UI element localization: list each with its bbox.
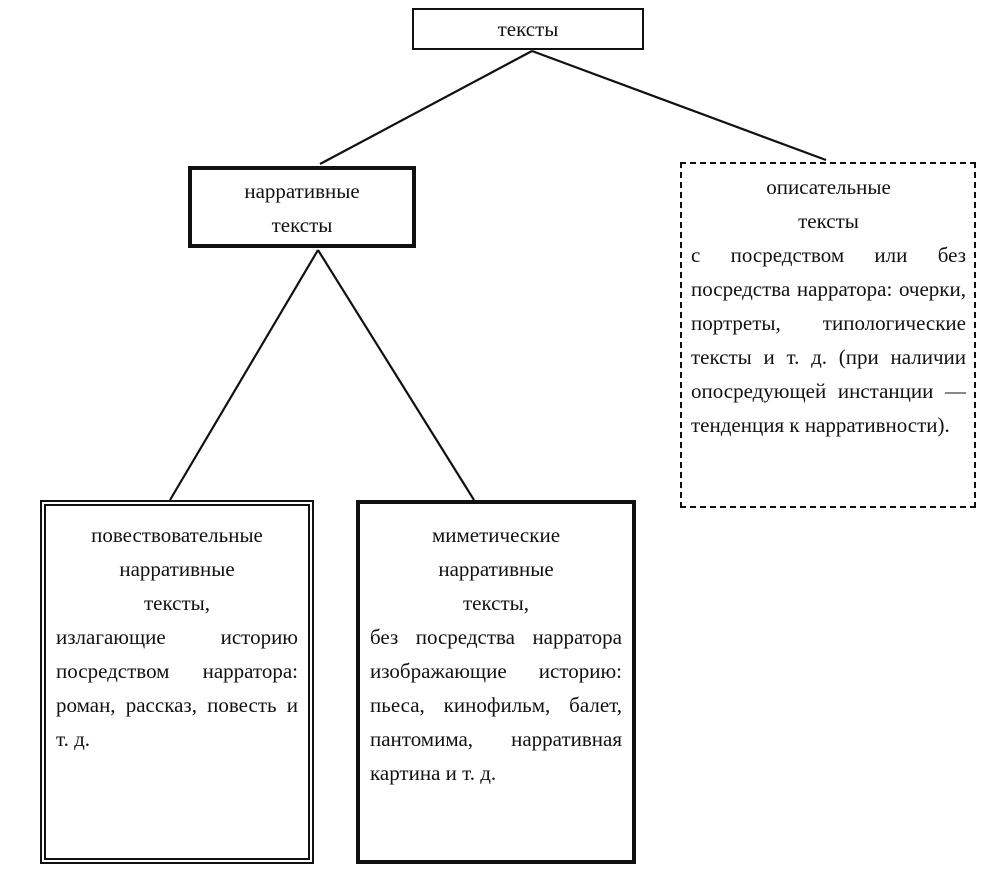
edge-narrative-mimetic [317,249,475,501]
node-narrative-texts: нарративные тексты [188,166,416,248]
node-descriptive-label-line-1: описательные [766,175,891,199]
node-storytelling-description: излагающие исто­рию посредством нарратор… [56,625,298,751]
node-storytelling-narrative-texts: повествовательные нарративные тексты, из… [40,500,314,864]
edge-narrative-storytelling [169,249,319,501]
node-descriptive-label-line-2: тексты [798,209,859,233]
node-narrative-label-line-2: тексты [271,213,333,237]
node-storytelling-label-line-2: нарративные [119,557,235,581]
node-storytelling-label-line-3: тексты, [143,591,211,615]
node-texts-label: тексты [497,17,559,41]
node-mimetic-description: без посредства нар­ратора изображаю­щие … [370,625,622,785]
node-storytelling-label-line-1: повествовательные [91,523,263,547]
node-mimetic-label-line-1: миметические [431,523,561,547]
node-descriptive-texts: описательные тексты с посредством или бе… [680,162,976,508]
node-mimetic-narrative-texts: миметические нарративные тексты, без пос… [356,500,636,864]
edge-root-descriptive [531,49,827,162]
edge-root-narrative [319,50,533,165]
node-descriptive-description: с посредством или без посредства наррато… [691,243,966,437]
node-texts: тексты [412,8,644,50]
node-mimetic-label-line-3: тексты, [462,591,530,615]
node-mimetic-label-line-2: нарративные [438,557,554,581]
node-narrative-label-line-1: нарративные [244,179,360,203]
